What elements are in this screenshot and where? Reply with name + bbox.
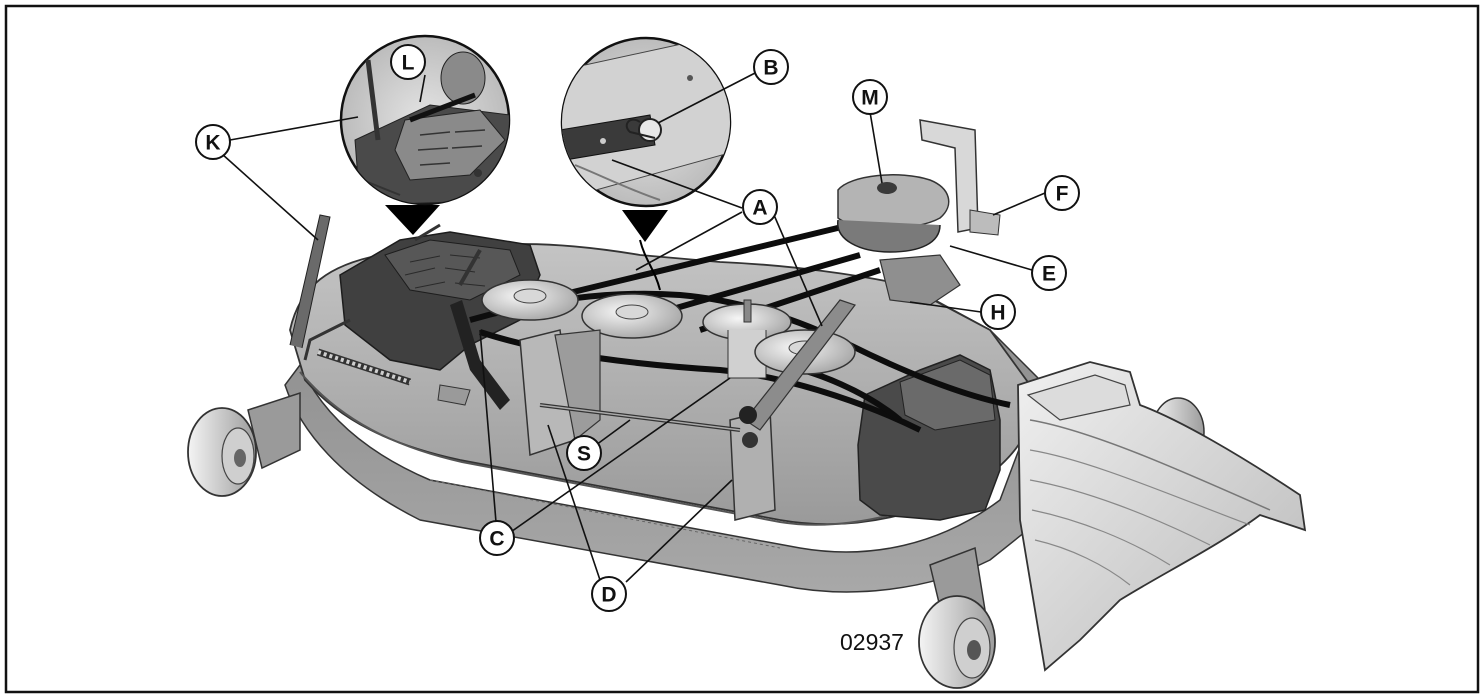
callout-k: K	[195, 124, 231, 160]
svg-text:A: A	[752, 197, 767, 220]
callout-c: C	[479, 520, 515, 556]
callout-f: F	[1044, 175, 1080, 211]
leader-lines	[221, 71, 1046, 583]
detail-inset-l	[339, 34, 511, 206]
svg-text:S: S	[577, 443, 591, 466]
svg-text:L: L	[402, 52, 415, 75]
svg-text:B: B	[763, 57, 778, 80]
svg-text:H: H	[990, 302, 1005, 325]
callout-m: M	[852, 79, 888, 115]
callout-d: D	[591, 576, 627, 612]
svg-text:E: E	[1042, 263, 1056, 286]
idler-pulley	[702, 299, 792, 379]
callout-e: E	[1031, 255, 1067, 291]
svg-text:M: M	[861, 87, 879, 110]
svg-text:C: C	[489, 528, 504, 551]
callout-a: A	[742, 189, 778, 225]
svg-text:D: D	[601, 584, 616, 607]
detail-inset-b	[560, 36, 732, 208]
svg-text:F: F	[1056, 183, 1069, 206]
engine-pulley	[837, 119, 1001, 306]
callout-s: S	[566, 435, 602, 471]
pulley-left	[481, 279, 579, 321]
callout-h: H	[980, 294, 1016, 330]
callout-l: L	[390, 44, 426, 80]
svg-text:K: K	[205, 132, 220, 155]
callout-b: B	[753, 49, 789, 85]
pulley-center	[581, 293, 683, 339]
mower-deck	[187, 119, 1307, 689]
tension-spring	[316, 348, 412, 386]
figure-number: 02937	[840, 629, 904, 655]
